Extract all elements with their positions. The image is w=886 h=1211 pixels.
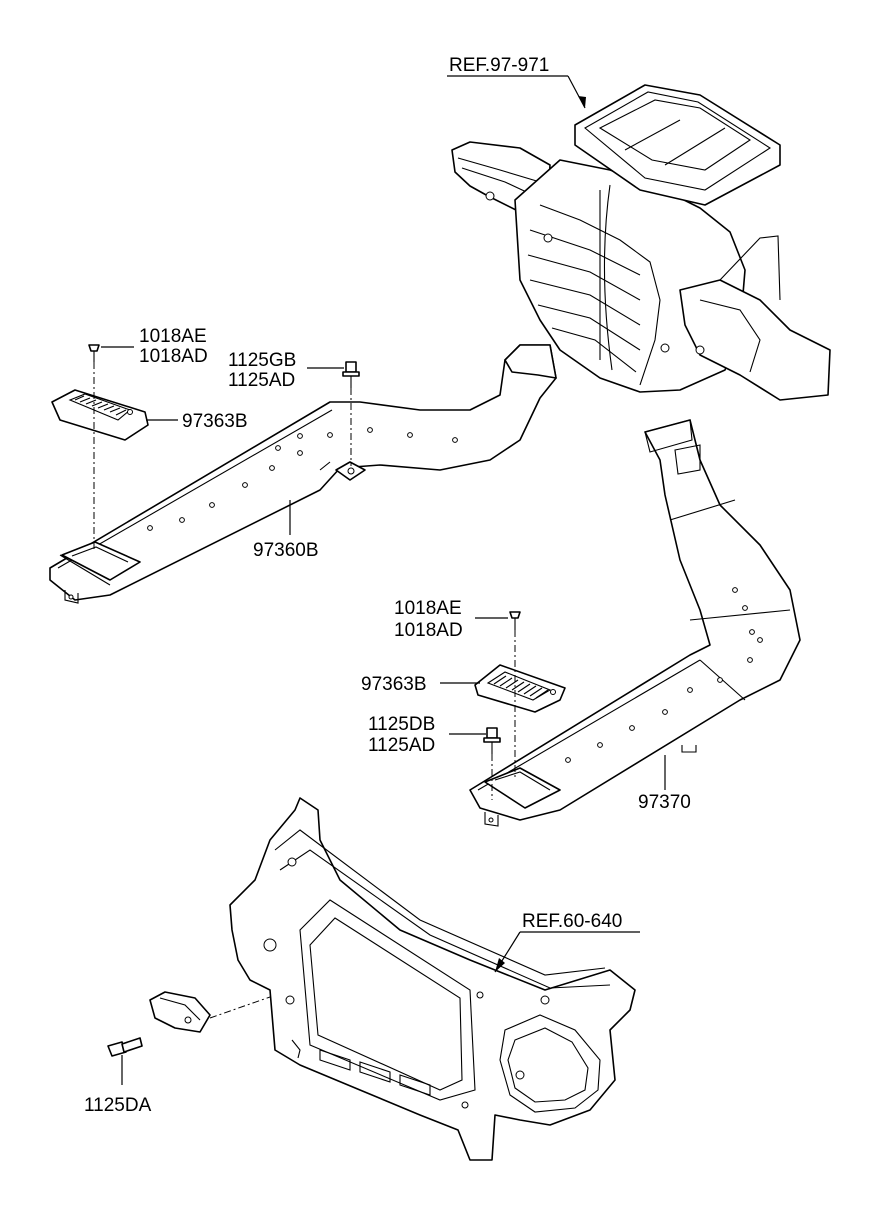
top-bolt-icon (342, 361, 360, 388)
callout-labels: REF.97-971 1018AE 1018AD 1125GB 1125AD 9… (84, 55, 691, 1116)
right-bolt-label-a: 1125DB (368, 714, 435, 735)
top-bolt-label-a: 1125GB (228, 350, 296, 371)
right-grille-label: 97363B (361, 674, 427, 695)
left-duct-holes (147, 427, 458, 531)
ref-carrier-label: REF.60-640 (522, 911, 622, 932)
leader-lines (101, 75, 666, 1085)
left-grille (51, 389, 149, 441)
right-screw-icon (509, 611, 521, 630)
hvac-unit (451, 84, 831, 401)
sensor-bracket (149, 991, 211, 1033)
bracket-bolt-icon (107, 1037, 143, 1057)
right-duct-holes (565, 587, 763, 763)
ref-hvac-label: REF.97-971 (449, 55, 549, 76)
left-grille-label: 97363B (182, 411, 248, 432)
left-duct (49, 344, 557, 604)
right-bolt-label-b: 1125AD (368, 735, 435, 756)
left-duct-label: 97360B (253, 540, 319, 561)
left-screw-label-b: 1018AD (139, 346, 208, 367)
left-screw-label-a: 1018AE (139, 326, 207, 347)
right-duct (469, 419, 801, 827)
left-screw-icon (88, 344, 100, 362)
right-screw-label-b: 1018AD (394, 620, 463, 641)
top-bolt-label-b: 1125AD (228, 370, 295, 391)
right-bolt-icon (483, 727, 501, 754)
bracket-bolt-label: 1125DA (84, 1095, 152, 1116)
right-duct-label: 97370 (638, 792, 691, 813)
right-grille (474, 664, 566, 713)
front-carrier (229, 797, 636, 1161)
right-screw-label-a: 1018AE (394, 598, 462, 619)
